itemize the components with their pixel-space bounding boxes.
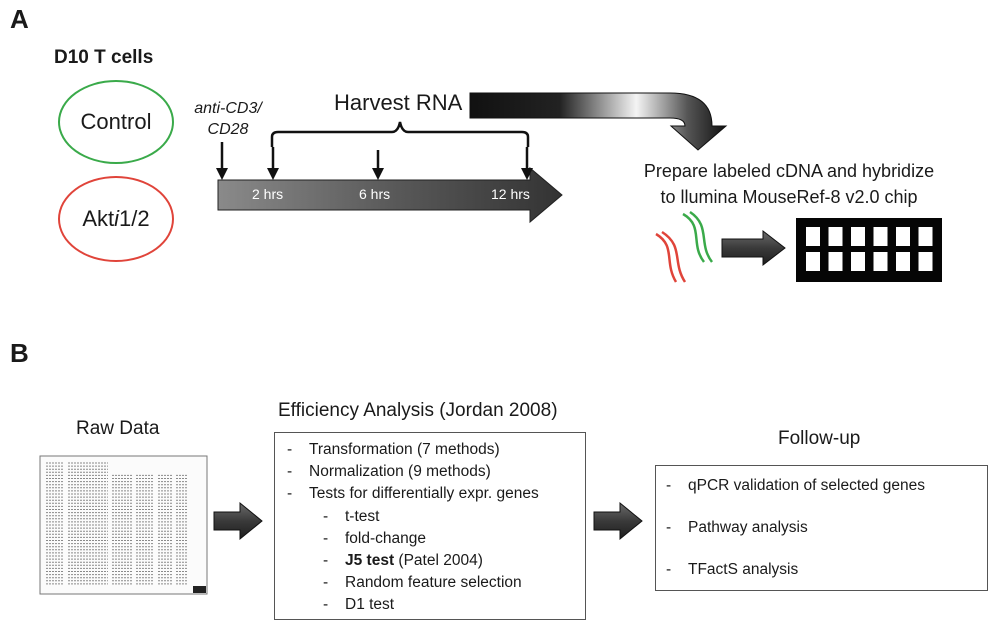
panel-a-letter: A bbox=[10, 4, 29, 34]
panel-b-letter: B bbox=[10, 338, 29, 368]
efficiency-item: -Tests for differentially expr. genes bbox=[287, 485, 539, 502]
chip-well bbox=[851, 227, 865, 246]
test-item: -D1 test bbox=[323, 596, 395, 613]
efficiency-title: Efficiency Analysis (Jordan 2008) bbox=[278, 400, 558, 421]
test-item: -J5 test (Patel 2004) bbox=[323, 552, 483, 569]
akti-label: Akti1/2 bbox=[82, 206, 150, 231]
efficiency-item: -Normalization (9 methods) bbox=[287, 463, 491, 480]
efficiency-item: -Transformation (7 methods) bbox=[287, 441, 500, 458]
microarray-chip-icon bbox=[796, 218, 942, 282]
harvest-arrow-6hrs bbox=[372, 150, 384, 180]
efficiency-box: -Transformation (7 methods) -Normalizati… bbox=[274, 432, 586, 620]
test-item: -fold-change bbox=[323, 530, 427, 547]
timepoint-12hrs: 12 hrs bbox=[491, 186, 530, 202]
test-item: -t-test bbox=[323, 508, 380, 525]
stimulus-arrow bbox=[216, 142, 228, 180]
prepare-cdna-label: Prepare labeled cDNA and hybridize to ll… bbox=[643, 161, 935, 207]
timepoint-2hrs: 2 hrs bbox=[252, 186, 284, 202]
chip-well bbox=[896, 252, 910, 271]
control-ellipse: Control bbox=[58, 80, 174, 164]
control-label: Control bbox=[80, 109, 152, 134]
arrow-efficiency-to-followup bbox=[593, 501, 643, 541]
harvest-brace bbox=[270, 121, 530, 147]
chip-well bbox=[873, 252, 888, 271]
followup-item: -Pathway analysis bbox=[666, 519, 808, 536]
chip-well bbox=[806, 252, 820, 271]
arrow-raw-to-efficiency bbox=[213, 501, 263, 541]
followup-box: -qPCR validation of selected genes -Path… bbox=[655, 465, 988, 591]
akti-ellipse: Akti1/2 bbox=[58, 176, 174, 262]
chip-well bbox=[851, 252, 865, 271]
arrow-to-chip bbox=[721, 229, 786, 267]
test-item: -Random feature selection bbox=[323, 574, 522, 591]
chip-well bbox=[896, 227, 910, 246]
chip-well bbox=[806, 227, 820, 246]
cells-title: D10 T cells bbox=[54, 47, 154, 68]
chip-well bbox=[873, 227, 888, 246]
chip-well bbox=[918, 252, 933, 271]
timepoint-6hrs: 6 hrs bbox=[359, 186, 391, 202]
followup-item: -TFactS analysis bbox=[666, 561, 799, 578]
chip-well bbox=[828, 227, 843, 246]
red-cdna-strands bbox=[655, 230, 687, 283]
chip-well bbox=[918, 227, 933, 246]
chip-well bbox=[828, 252, 843, 271]
harvest-to-prepare-arrow bbox=[469, 92, 728, 151]
raw-data-spreadsheet-thumbnail bbox=[39, 455, 208, 595]
stimulus-label: anti-CD3/ CD28 bbox=[194, 100, 262, 138]
followup-item: -qPCR validation of selected genes bbox=[666, 477, 925, 494]
followup-title: Follow-up bbox=[778, 428, 861, 449]
harvest-arrow-12hrs bbox=[521, 147, 533, 180]
harvest-rna-label: Harvest RNA bbox=[334, 90, 463, 115]
green-cdna-strands bbox=[682, 210, 714, 263]
timeline-arrow bbox=[217, 166, 563, 224]
harvest-arrow-2hrs bbox=[267, 147, 279, 180]
raw-data-title: Raw Data bbox=[76, 418, 160, 439]
